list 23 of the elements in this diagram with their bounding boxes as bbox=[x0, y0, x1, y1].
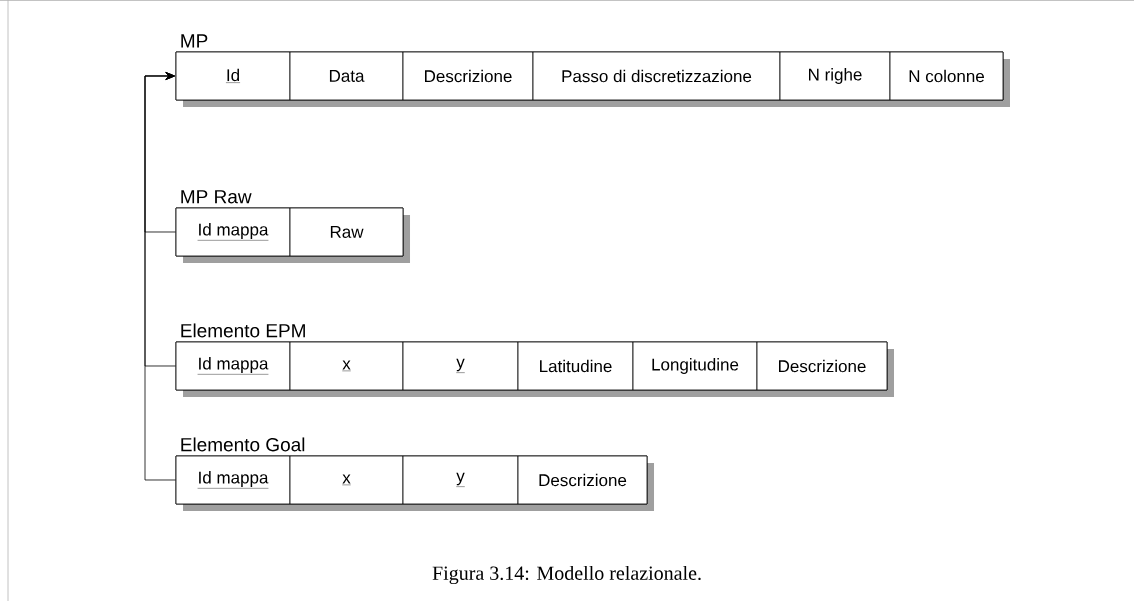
node-label: MP bbox=[181, 34, 208, 48]
table-cell: Latitudine bbox=[517, 341, 634, 391]
table-cell: Id mappa bbox=[175, 455, 291, 505]
table-cell: Descrizione bbox=[756, 341, 888, 391]
table-cell: Id mappa bbox=[175, 207, 291, 257]
arrow bbox=[144, 72, 176, 481]
table-cell: N righe bbox=[779, 51, 891, 101]
table-cell: Descrizione bbox=[517, 455, 648, 505]
table-cell: Longitudine bbox=[632, 341, 758, 391]
table-cell: Descrizione bbox=[402, 51, 534, 101]
node-label: Elemento EPM bbox=[181, 323, 305, 338]
table-cell: y bbox=[402, 341, 519, 391]
table-cell: x bbox=[289, 341, 404, 391]
table-cell: Data bbox=[289, 51, 404, 101]
table-cell: y bbox=[402, 455, 519, 505]
table-cell: Id mappa bbox=[175, 341, 291, 391]
node-label: MP Raw bbox=[181, 190, 252, 204]
table-cell: N colonne bbox=[889, 51, 1004, 101]
table-cell: x bbox=[289, 455, 404, 505]
caption: Figura 3.14: Modello relazionale. bbox=[432, 565, 701, 585]
table-cell: Id bbox=[175, 51, 291, 101]
node-label: Elemento Goal bbox=[181, 437, 305, 452]
table-cell: Raw bbox=[289, 207, 404, 257]
